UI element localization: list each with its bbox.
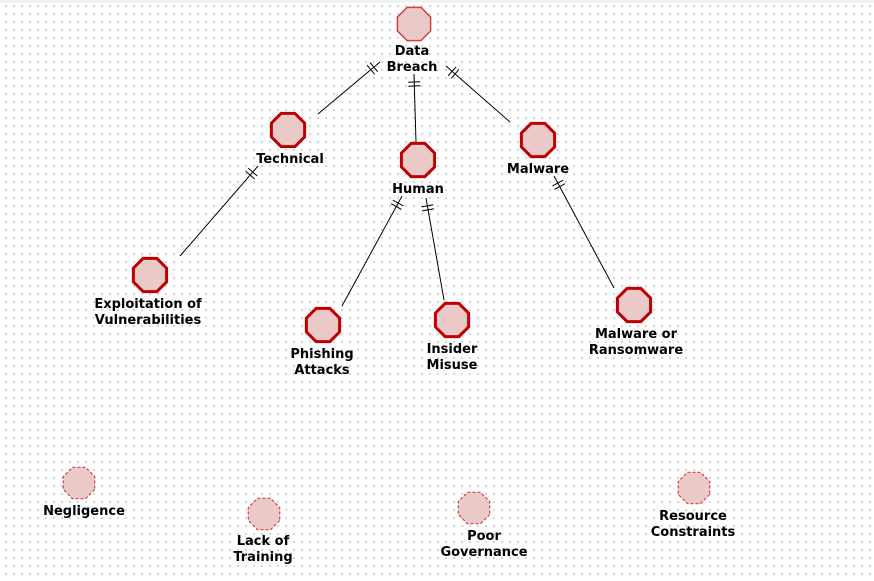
- node-insider-octagon-icon[interactable]: [433, 301, 471, 339]
- edge-marker-technical-to-exploitation-1: [247, 167, 258, 177]
- node-ransomware-label[interactable]: Malware or Ransomware: [588, 327, 684, 358]
- edge-marker-data-breach-to-malware-2: [450, 69, 460, 79]
- node-malware-label[interactable]: Malware: [506, 162, 570, 177]
- node-insider-label[interactable]: Insider Misuse: [426, 342, 478, 373]
- node-negligence-octagon-icon[interactable]: [62, 466, 96, 500]
- node-governance-label[interactable]: Poor Governance: [440, 529, 528, 560]
- edge-marker-human-to-phishing-1: [392, 199, 404, 207]
- node-phishing-label[interactable]: Phishing Attacks: [290, 347, 354, 378]
- node-data-breach-label[interactable]: Data Breach: [386, 44, 438, 75]
- edge-marker-human-to-insider-1: [421, 204, 434, 208]
- node-governance-octagon-icon[interactable]: [457, 491, 491, 525]
- node-phishing-octagon-icon[interactable]: [304, 306, 342, 344]
- node-technical-label[interactable]: Technical: [256, 152, 324, 167]
- node-layer: [62, 6, 711, 531]
- node-technical-octagon-icon[interactable]: [269, 111, 307, 149]
- edge-technical-to-exploitation[interactable]: [179, 165, 259, 257]
- edge-malware-to-ransomware[interactable]: [553, 175, 615, 289]
- node-resources-label[interactable]: Resource Constraints: [650, 509, 736, 540]
- node-human-octagon-icon[interactable]: [399, 141, 437, 179]
- edge-data-breach-to-human[interactable]: [413, 73, 417, 143]
- edge-marker-human-to-insider-2: [422, 208, 435, 212]
- edge-data-breach-to-malware[interactable]: [445, 65, 511, 123]
- node-malware-octagon-icon[interactable]: [519, 121, 557, 159]
- edge-marker-human-to-phishing-2: [390, 203, 402, 210]
- edge-data-breach-to-technical[interactable]: [317, 61, 381, 115]
- edge-marker-data-breach-to-technical-2: [366, 64, 376, 75]
- edge-marker-data-breach-to-malware-1: [447, 66, 457, 77]
- edge-marker-technical-to-exploitation-2: [245, 170, 256, 180]
- node-ransomware-octagon-icon[interactable]: [615, 286, 653, 324]
- edge-human-to-phishing[interactable]: [341, 195, 403, 307]
- node-human-label[interactable]: Human: [392, 182, 444, 197]
- edge-layer: [179, 61, 615, 307]
- node-exploitation-octagon-icon[interactable]: [131, 256, 169, 294]
- node-exploitation-label[interactable]: Exploitation of Vulnerabilities: [94, 297, 202, 328]
- edge-human-to-insider[interactable]: [425, 197, 445, 301]
- node-negligence-label[interactable]: Negligence: [43, 504, 125, 519]
- node-resources-octagon-icon[interactable]: [677, 471, 711, 505]
- edge-marker-data-breach-to-technical-1: [369, 62, 379, 73]
- canvas-top-border: [0, 0, 874, 3]
- node-training-label[interactable]: Lack of Training: [233, 534, 293, 565]
- node-training-octagon-icon[interactable]: [247, 497, 281, 531]
- edge-marker-malware-to-ransomware-1: [552, 179, 564, 187]
- edge-marker-malware-to-ransomware-2: [554, 183, 566, 190]
- node-data-breach-octagon-icon[interactable]: [396, 6, 432, 42]
